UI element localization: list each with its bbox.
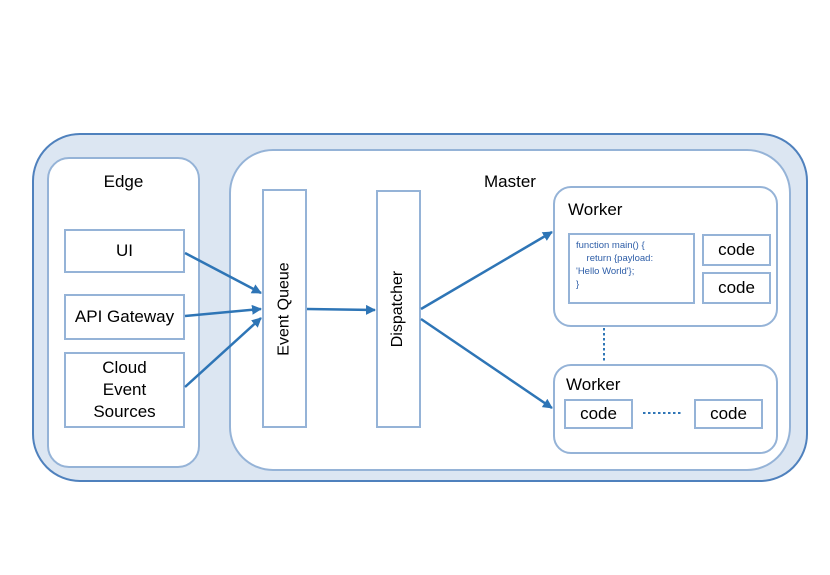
api-gateway-label: API Gateway (74, 307, 175, 326)
worker-2-code-box-2: code (694, 399, 763, 429)
worker-1-title: Worker (568, 200, 623, 219)
worker-1-code-box-2: code (702, 272, 771, 304)
code-label: code (710, 404, 747, 423)
code-label: code (580, 404, 617, 423)
worker-2-code-box-1: code (564, 399, 633, 429)
master-title: Master (484, 172, 536, 191)
arrow-dispatcher-to-worker-1 (420, 230, 553, 311)
api-gateway-box: API Gateway (64, 294, 185, 340)
code-line: return {payload: (576, 253, 654, 264)
code-snippet: function main() { return {payload: 'Hello… (568, 233, 695, 304)
arrow-api-to-queue (184, 304, 262, 318)
arrow-cloud-to-queue (184, 317, 262, 388)
code-line: } (576, 279, 580, 290)
code-label: code (718, 240, 755, 259)
code-line: 'Hello World'}; (576, 266, 635, 277)
edge-title: Edge (103, 172, 144, 191)
arrow-dispatcher-to-worker-2 (420, 317, 553, 410)
arrow-ui-to-queue (184, 251, 262, 295)
cloud-event-sources-label: Cloud Event Sources (93, 358, 156, 421)
code-label: code (718, 278, 755, 297)
cloud-event-sources-box: Cloud Event Sources (64, 352, 185, 428)
worker-1-code-box-1: code (702, 234, 771, 266)
arrow-queue-to-dispatcher (306, 304, 376, 315)
dispatcher-box: Dispatcher (376, 190, 421, 428)
event-queue-box: Event Queue (262, 189, 307, 428)
code-line: function main() { (576, 240, 645, 251)
worker-2-title: Worker (566, 375, 621, 394)
ui-label: UI (116, 241, 133, 260)
ui-box: UI (64, 229, 185, 273)
